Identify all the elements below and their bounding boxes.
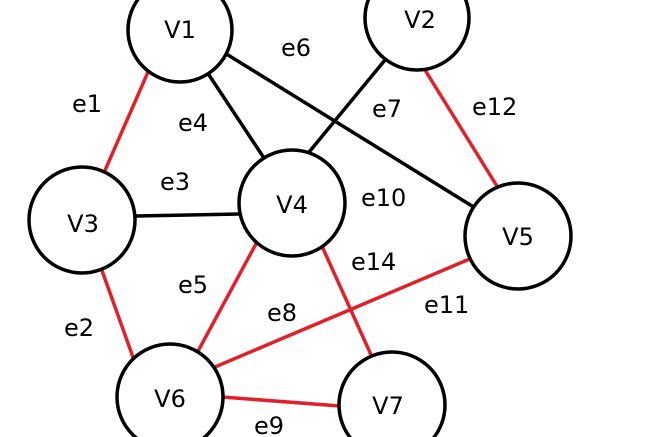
node-v4-label: V4 [276, 191, 308, 219]
node-v1-label: V1 [164, 16, 196, 44]
node-v6-label: V6 [154, 385, 186, 413]
edge-label-e9: e9 [254, 412, 284, 437]
edge-label-e8: e8 [267, 299, 297, 327]
node-v2-circle [363, 0, 471, 72]
node-v6-circle [115, 342, 225, 437]
edges [98, 53, 502, 408]
edge-label-e6: e6 [281, 34, 311, 62]
edge-e5 [188, 240, 259, 368]
edge-label-e10: e10 [361, 184, 406, 212]
edge-labels: e1 e2 e3 e4 e5 e6 e7 e8 e9 e10 e11 e12 e… [64, 34, 517, 437]
node-v1-circle [126, 0, 234, 84]
edge-e4 [205, 70, 266, 160]
edge-e3 [134, 212, 242, 218]
edge-e8 [213, 256, 474, 369]
edge-label-e14: e14 [351, 248, 396, 276]
edge-e7 [303, 58, 387, 159]
edge-e14 [319, 242, 374, 359]
edge-label-e5: e5 [178, 271, 208, 299]
edge-e2 [98, 263, 136, 362]
nodes: V1 V2 V3 V4 V5 V6 V7 [27, 0, 573, 437]
edge-label-e3: e3 [160, 168, 190, 196]
edge-label-e11: e11 [424, 291, 469, 319]
node-v6: V6 [115, 342, 225, 437]
edge-e1 [101, 70, 150, 177]
node-v3: V3 [27, 165, 137, 275]
edge-label-e7: e7 [372, 95, 402, 123]
node-v4: V4 [237, 148, 347, 258]
edge-e9 [220, 395, 342, 408]
node-v5-label: V5 [502, 223, 534, 251]
edge-label-e1: e1 [72, 90, 102, 118]
node-v2-label: V2 [404, 6, 436, 34]
node-v3-circle [27, 165, 137, 275]
node-v3-label: V3 [67, 210, 99, 238]
node-v7-label: V7 [372, 392, 404, 420]
edge-e12 [423, 68, 502, 193]
node-v2: V2 [363, 0, 471, 72]
node-v1: V1 [126, 0, 234, 84]
node-v5-circle [463, 181, 573, 291]
edge-label-e12: e12 [472, 93, 517, 121]
node-v7-circle [337, 350, 447, 437]
node-v5: V5 [463, 181, 573, 291]
edge-label-e4: e4 [178, 109, 208, 137]
node-v4-circle [237, 148, 347, 258]
edge-label-e2: e2 [64, 314, 94, 342]
edge-e6 [226, 53, 474, 208]
node-v7: V7 [337, 350, 447, 437]
